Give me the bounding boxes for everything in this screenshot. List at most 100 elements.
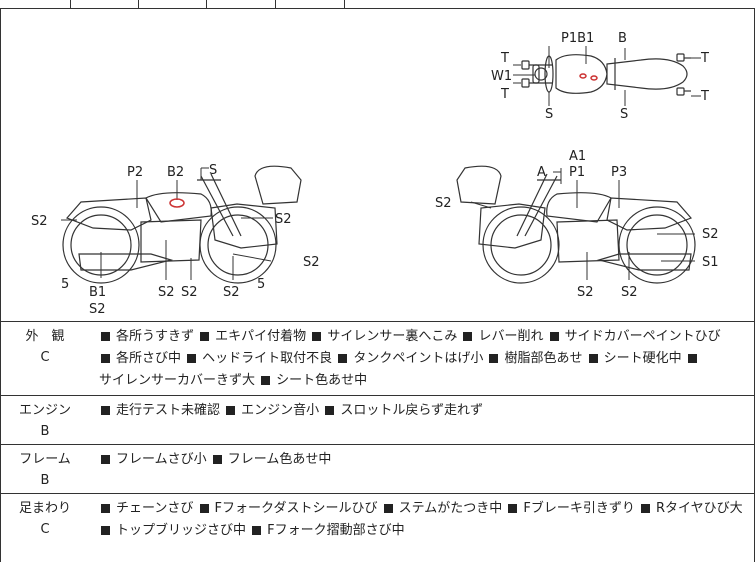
label-t: T bbox=[700, 89, 709, 104]
condition-item: エキパイ付着物 bbox=[215, 329, 307, 344]
bullet-square-icon bbox=[338, 353, 348, 363]
row-items: チェーンさび Fフォークダストシールひび ステムがたつき中 Fブレーキ引きずり … bbox=[99, 498, 746, 542]
bullet-square-icon bbox=[489, 353, 499, 363]
row-items: フレームさび小 フレーム色あせ中 bbox=[99, 449, 746, 471]
damage-marker bbox=[579, 73, 587, 79]
row-category: エンジン bbox=[18, 403, 71, 418]
condition-item: タンクペイントはげ小 bbox=[353, 351, 484, 366]
bullet-square-icon bbox=[101, 405, 110, 415]
label-s: S bbox=[209, 163, 217, 178]
bullet-square-icon bbox=[312, 331, 322, 341]
row-grade: B bbox=[40, 473, 50, 488]
label-t: T bbox=[500, 87, 509, 102]
row-category: フレーム bbox=[19, 452, 71, 467]
condition-item: 走行テスト未確認 bbox=[116, 403, 221, 418]
bullet-square-icon bbox=[325, 405, 335, 415]
condition-row-suspension: 足まわり C チェーンさび Fフォークダストシールひび ステムがたつき中 Fブレ… bbox=[0, 493, 755, 562]
row-grade: C bbox=[40, 350, 50, 365]
label-b2: B2 bbox=[167, 165, 184, 180]
condition-item: 各所うすきず bbox=[116, 329, 195, 344]
label-t: T bbox=[700, 51, 709, 66]
condition-item: ステムがたつき中 bbox=[398, 501, 503, 516]
label-s2: S2 bbox=[275, 212, 292, 227]
label-5: 5 bbox=[61, 277, 69, 292]
label-s2: S2 bbox=[223, 285, 240, 300]
table-cell-divider bbox=[206, 0, 207, 8]
row-items: 走行テスト未確認 エンジン音小 スロットル戻らず走れず bbox=[99, 400, 746, 422]
bullet-square-icon bbox=[226, 405, 236, 415]
label-t: T bbox=[500, 51, 509, 66]
label-a: A bbox=[537, 165, 546, 180]
bullet-square-icon bbox=[200, 331, 210, 341]
label-p1: P1 bbox=[569, 165, 585, 180]
top-table-strip bbox=[0, 0, 755, 9]
row-grade: B bbox=[40, 424, 50, 439]
bullet-square-icon bbox=[641, 503, 650, 513]
table-cell-divider bbox=[344, 0, 345, 8]
label-s2: S2 bbox=[89, 302, 106, 317]
label-p3: P3 bbox=[611, 165, 627, 180]
table-cell-divider bbox=[275, 0, 276, 8]
table-cell-divider bbox=[138, 0, 139, 8]
bullet-square-icon bbox=[101, 503, 110, 513]
motorcycle-damage-diagram: P1B1 B T W1 T T T S S P2 B2 S S2 S2 S2 5… bbox=[0, 8, 755, 321]
label-s: S bbox=[620, 107, 628, 122]
label-s2: S2 bbox=[181, 285, 198, 300]
label-s2: S2 bbox=[435, 196, 452, 211]
condition-item: サイレンサーカバーきず大 bbox=[99, 373, 256, 388]
condition-item: Rタイヤひび大 bbox=[656, 501, 743, 516]
condition-item: エンジン音小 bbox=[241, 403, 320, 418]
condition-item: シート硬化中 bbox=[603, 351, 682, 366]
bullet-square-icon bbox=[508, 503, 518, 513]
right-side-motorcycle bbox=[456, 165, 696, 284]
condition-item: ヘッドライト取付不良 bbox=[202, 351, 333, 366]
bullet-square-icon bbox=[199, 503, 209, 513]
bullet-square-icon bbox=[549, 331, 559, 341]
bullet-square-icon bbox=[252, 525, 262, 535]
label-p1b1: P1B1 bbox=[561, 31, 594, 46]
condition-item: Fフォーク摺動部さび中 bbox=[267, 523, 405, 538]
row-header: 外 観 C bbox=[1, 322, 89, 368]
damage-marker bbox=[590, 75, 598, 81]
label-b: B bbox=[618, 31, 627, 46]
condition-item: スロットル戻らず走れず bbox=[340, 403, 484, 418]
label-p2: P2 bbox=[127, 165, 143, 180]
label-5: 5 bbox=[257, 277, 265, 292]
bullet-square-icon bbox=[101, 454, 110, 464]
condition-item: シート色あせ中 bbox=[276, 373, 368, 388]
row-items: 各所うすきず エキパイ付着物 サイレンサー裏へこみ レバー削れ サイドカバーペイ… bbox=[99, 326, 746, 392]
label-s2: S2 bbox=[31, 214, 48, 229]
condition-item: Fブレーキ引きずり bbox=[523, 501, 635, 516]
bullet-square-icon bbox=[463, 331, 473, 341]
bullet-square-icon bbox=[101, 353, 110, 363]
bullet-square-icon bbox=[101, 331, 110, 341]
bullet-square-icon bbox=[383, 503, 393, 513]
condition-item: フレームさび小 bbox=[116, 452, 207, 467]
condition-item: サイレンサー裏へこみ bbox=[327, 329, 458, 344]
condition-item: サイドカバーペイントひび bbox=[564, 329, 721, 344]
condition-row-exterior: 外 観 C 各所うすきず エキパイ付着物 サイレンサー裏へこみ レバー削れ サイ… bbox=[0, 321, 755, 396]
row-header: フレーム B bbox=[1, 445, 89, 491]
label-s2: S2 bbox=[577, 285, 594, 300]
condition-row-frame: フレーム B フレームさび小 フレーム色あせ中 bbox=[0, 444, 755, 494]
label-s: S bbox=[545, 107, 553, 122]
left-side-motorcycle bbox=[62, 165, 302, 284]
condition-item: フレーム色あせ中 bbox=[227, 452, 332, 467]
condition-row-engine: エンジン B 走行テスト未確認 エンジン音小 スロットル戻らず走れず bbox=[0, 395, 755, 445]
condition-item: 樹脂部色あせ bbox=[504, 351, 583, 366]
damage-marker bbox=[169, 198, 185, 208]
row-header: 足まわり C bbox=[1, 494, 89, 540]
label-s2: S2 bbox=[303, 255, 320, 270]
bullet-square-icon bbox=[588, 353, 598, 363]
row-category: 外 観 bbox=[25, 329, 65, 344]
bullet-square-icon bbox=[187, 353, 197, 363]
label-s2: S2 bbox=[621, 285, 638, 300]
label-b1: B1 bbox=[89, 285, 106, 300]
bullet-square-icon bbox=[101, 525, 110, 535]
row-header: エンジン B bbox=[1, 396, 89, 442]
label-s2: S2 bbox=[158, 285, 175, 300]
label-s2: S2 bbox=[702, 227, 719, 242]
condition-item: Fフォークダストシールひび bbox=[214, 501, 378, 516]
motorcycle-drawings: P1B1 B T W1 T T T S S P2 B2 S S2 S2 S2 5… bbox=[31, 31, 719, 317]
